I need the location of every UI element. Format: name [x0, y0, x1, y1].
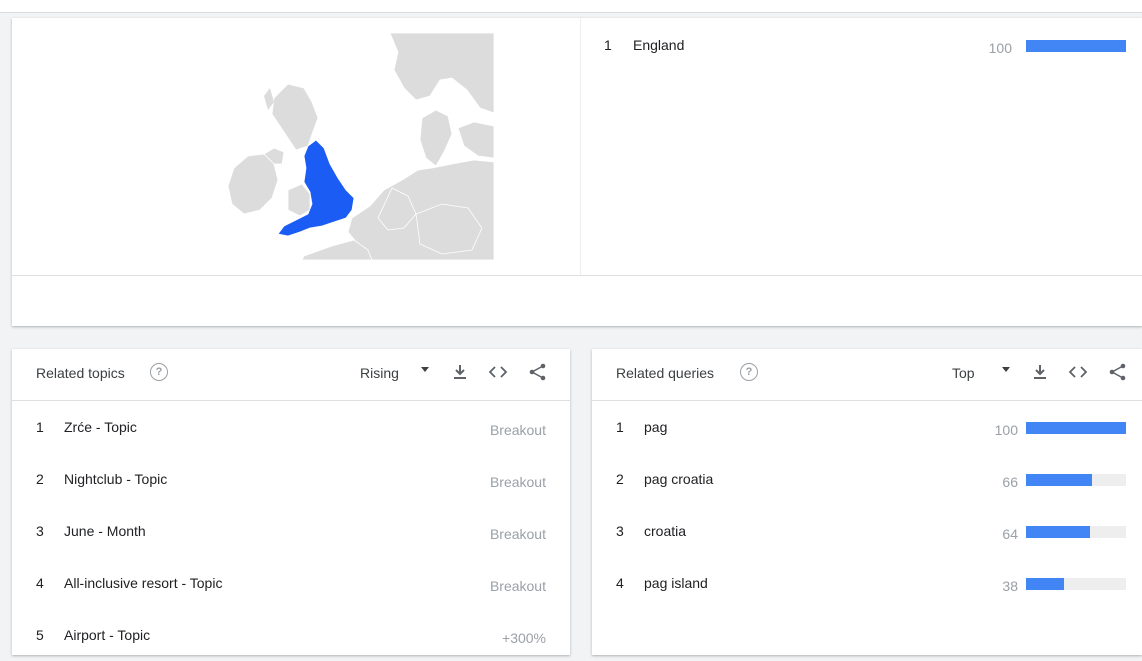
topic-row-name: Nightclub - Topic [64, 471, 168, 487]
map-region-england[interactable] [277, 139, 355, 237]
related-topics-list: 1 Zrće - Topic Breakout 2 Nightclub - To… [12, 401, 570, 661]
related-queries-card: Related queries ? Top 1 pag 100 2 [592, 349, 1142, 655]
topic-row-index: 2 [36, 471, 44, 487]
topic-row-name: Zrće - Topic [64, 419, 137, 435]
topic-row-index: 4 [36, 575, 44, 591]
topic-row-value: Breakout [489, 474, 546, 490]
map-land-denmark [419, 109, 453, 167]
query-row-bar [1026, 474, 1092, 486]
query-row-name: pag island [644, 575, 708, 591]
topic-row-value: Breakout [489, 526, 546, 542]
query-row-index: 2 [616, 471, 624, 487]
query-row-value: 100 [994, 422, 1018, 438]
topics-selector[interactable]: Rising [360, 365, 399, 381]
query-row-bar-track [1026, 422, 1126, 434]
map-svg [227, 32, 495, 261]
related-queries-list: 1 pag 100 2 pag croatia 66 3 croatia 64 … [592, 401, 1142, 609]
map-land-northern-ireland [263, 147, 285, 165]
top-divider [0, 0, 1142, 13]
topic-row-name: All-inclusive resort - Topic [64, 575, 223, 591]
query-row-bar-track [1026, 526, 1126, 538]
topic-row[interactable]: 3 June - Month Breakout [12, 505, 570, 557]
query-row-name: croatia [644, 523, 687, 539]
region-map[interactable] [12, 18, 580, 275]
query-row-value: 64 [1002, 526, 1018, 542]
topic-row-value: Breakout [489, 422, 546, 438]
topic-row[interactable]: 5 Airport - Topic +300% [12, 609, 570, 661]
topic-row[interactable]: 1 Zrće - Topic Breakout [12, 401, 570, 453]
map-land-france-north [301, 239, 373, 261]
map-land-sweden-south [457, 121, 495, 159]
query-row[interactable]: 4 pag island 38 [592, 557, 1142, 609]
query-row-bar-track [1026, 578, 1126, 590]
map-land-hebrides [264, 88, 274, 110]
topic-row-name: June - Month [64, 523, 146, 539]
share-icon[interactable] [1108, 362, 1128, 382]
related-topics-title: Related topics [36, 365, 125, 381]
topic-row-name: Airport - Topic [64, 627, 151, 643]
share-icon[interactable] [528, 362, 548, 382]
region-row-bar-track [1026, 40, 1126, 52]
region-row-name: England [633, 37, 685, 53]
topic-row-value: Breakout [489, 578, 546, 594]
region-vertical-divider [580, 18, 581, 275]
topic-row[interactable]: 2 Nightclub - Topic Breakout [12, 453, 570, 505]
region-row-value: 100 [988, 40, 1012, 56]
region-row[interactable]: 1 England 100 [580, 18, 1142, 70]
topic-row-index: 3 [36, 523, 44, 539]
related-queries-title: Related queries [616, 365, 715, 381]
query-row[interactable]: 3 croatia 64 [592, 505, 1142, 557]
map-border-germany [415, 203, 483, 255]
query-row-bar [1026, 526, 1090, 538]
query-row-bar [1026, 578, 1064, 590]
embed-code-icon[interactable] [1068, 362, 1088, 382]
topic-row-index: 1 [36, 419, 44, 435]
chevron-down-icon[interactable] [1002, 367, 1010, 372]
query-row-value: 66 [1002, 474, 1018, 490]
topic-row-value: +300% [502, 630, 546, 646]
query-row-bar-track [1026, 474, 1126, 486]
download-icon[interactable] [450, 362, 470, 382]
query-row-name: pag [644, 419, 668, 435]
region-card-divider [12, 275, 1142, 276]
help-circle-icon[interactable]: ? [740, 363, 758, 381]
topic-row-index: 5 [36, 627, 44, 643]
map-land-norway [389, 32, 495, 114]
region-row-bar [1026, 40, 1126, 52]
query-row[interactable]: 2 pag croatia 66 [592, 453, 1142, 505]
query-row-name: pag croatia [644, 471, 714, 487]
query-row[interactable]: 1 pag 100 [592, 401, 1142, 453]
related-topics-card: Related topics ? Rising 1 Zrće - Topic B… [12, 349, 570, 655]
region-row-index: 1 [604, 37, 612, 53]
query-row-value: 38 [1002, 578, 1018, 594]
related-queries-header: Related queries ? Top [592, 349, 1142, 401]
help-circle-icon[interactable]: ? [150, 363, 168, 381]
interest-by-region-card: 1 England 100 [12, 18, 1142, 326]
download-icon[interactable] [1030, 362, 1050, 382]
map-border-netherlands [377, 187, 417, 231]
query-row-bar [1026, 422, 1126, 434]
query-row-index: 1 [616, 419, 624, 435]
queries-selector[interactable]: Top [952, 365, 975, 381]
query-row-index: 4 [616, 575, 624, 591]
region-list: 1 England 100 [580, 18, 1142, 70]
map-land-scotland [271, 83, 319, 151]
chevron-down-icon[interactable] [421, 367, 429, 372]
query-row-index: 3 [616, 523, 624, 539]
embed-code-icon[interactable] [488, 362, 508, 382]
related-topics-header: Related topics ? Rising [12, 349, 570, 401]
map-land-ireland [227, 153, 279, 215]
topic-row[interactable]: 4 All-inclusive resort - Topic Breakout [12, 557, 570, 609]
